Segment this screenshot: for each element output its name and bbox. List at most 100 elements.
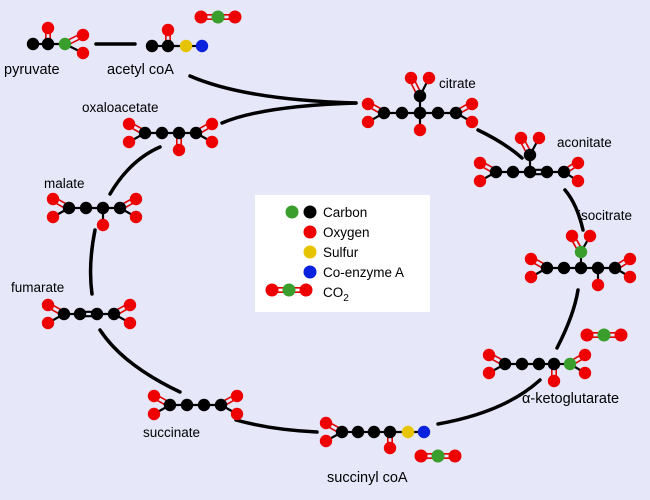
carbon-atom [498, 357, 512, 371]
carbon-atom [515, 357, 529, 371]
carbon-atom [163, 398, 177, 412]
oxygen-atom [414, 449, 428, 463]
carbon-atom [96, 201, 110, 215]
oxygen-atom [571, 174, 585, 188]
carbon-atom [197, 398, 211, 412]
legend: Carbon Oxygen Sulfur Co-enzyme A CO2 [255, 195, 430, 312]
oxygen-atom [76, 28, 90, 42]
arc-acetylcoa-citrate [188, 74, 358, 105]
carbon-atom [335, 425, 349, 439]
oxygen-atom [46, 192, 60, 206]
coenzyme-a [195, 39, 209, 53]
carbon-atom [591, 261, 605, 275]
arc-aconitate-isocitrate [563, 188, 585, 232]
legend-oxygen-label: Oxygen [323, 225, 370, 240]
carbon-atom [26, 37, 40, 51]
carbon-atom [79, 201, 93, 215]
carbon-atom-co2 [431, 449, 445, 463]
carbon-atom [523, 148, 537, 162]
oxygen-atom [205, 117, 219, 131]
carbon-atom [367, 425, 381, 439]
carbon-atom [523, 165, 537, 179]
oxygen-atom [547, 374, 561, 388]
succinyl-coa-molecule [319, 416, 431, 455]
carbon-atom [41, 37, 55, 51]
co2-molecule-top [194, 10, 242, 24]
legend-carbon-label: Carbon [323, 205, 367, 220]
oxygen-atom [578, 348, 592, 362]
succinyl-coa-label: succinyl coA [327, 470, 408, 486]
carbon-atom-co2 [282, 283, 296, 297]
cycle-arcs [88, 42, 585, 434]
oxygen-atom [76, 46, 90, 60]
legend-co2-swatch [265, 283, 313, 297]
fumarate-molecule [41, 298, 137, 330]
pyruvate-molecule [26, 21, 90, 60]
carbon-atom [145, 39, 159, 53]
carbon-atom [506, 165, 520, 179]
oxygen-atom [96, 218, 110, 232]
coenzyme-a [417, 425, 431, 439]
oxygen-atom [532, 131, 546, 145]
fumarate-label: fumarate [11, 280, 64, 295]
oxygen-atom [265, 283, 279, 297]
legend-coenzyme-a-label: Co-enzyme A [323, 265, 404, 280]
arc-isocitrate-ketoglutarate [555, 288, 580, 350]
alpha-ketoglutarate-label: α-ketoglutarate [522, 391, 619, 407]
carbon-atom [489, 165, 503, 179]
legend-co2-label: CO2 [323, 285, 349, 304]
isocitrate-molecule [524, 229, 637, 292]
legend-carbon-swatch [303, 205, 317, 219]
co2-molecule-bottom [414, 449, 462, 463]
pyruvate-label: pyruvate [4, 62, 60, 78]
carbon-atom-co2 [597, 328, 611, 342]
oxygen-atom [614, 328, 628, 342]
carbon-atom-co2 [211, 10, 225, 24]
oxygen-atom [41, 21, 55, 35]
malate-label: malate [44, 176, 85, 191]
oxygen-atom [623, 270, 637, 284]
oxygen-atom [123, 316, 137, 330]
acetyl-coa-molecule [145, 23, 209, 53]
carbon-atom [189, 126, 203, 140]
carbon-atom [574, 261, 588, 275]
carbon-atom [413, 106, 427, 120]
co2-molecule-right [580, 328, 628, 342]
legend-oxygen-swatch [303, 225, 317, 239]
oxygen-atom [361, 115, 375, 129]
oxygen-atom [123, 298, 137, 312]
carbon-atom [155, 126, 169, 140]
oxygen-atom [172, 143, 186, 157]
acetyl-coa-label: acetyl coA [107, 62, 174, 78]
legend-sulfur-swatch [303, 245, 317, 259]
carbon-atom [351, 425, 365, 439]
oxygen-atom [147, 389, 161, 403]
carbon-atom [62, 201, 76, 215]
oxygen-atom [422, 71, 436, 85]
arc-fumarate-malate [88, 228, 97, 296]
legend-co2-carbon-swatch [285, 205, 299, 219]
carbon-atom-co2 [574, 245, 588, 259]
carbon-atom [107, 307, 121, 321]
carbon-atom [608, 261, 622, 275]
carbon-atom [172, 126, 186, 140]
arc-oxaloacetate-citrate [220, 101, 358, 125]
arc-ketoglutarate-succinylcoa [436, 378, 542, 426]
oxygen-atom [129, 210, 143, 224]
oxygen-atom [46, 210, 60, 224]
arc-succinate-fumarate [98, 328, 182, 394]
carbon-atom [449, 106, 463, 120]
carbon-atom [180, 398, 194, 412]
oxygen-atom [583, 229, 597, 243]
oxygen-atom [580, 328, 594, 342]
carbon-atom [395, 106, 409, 120]
oxygen-atom [623, 252, 637, 266]
oxygen-atom [228, 10, 242, 24]
carbon-atom [383, 425, 397, 439]
arc-citrate-aconitate [476, 128, 524, 160]
oxygen-atom [319, 434, 333, 448]
oxygen-atom [413, 123, 427, 137]
carbon-atom [73, 307, 87, 321]
oxygen-atom [473, 156, 487, 170]
oxygen-atom [404, 71, 418, 85]
